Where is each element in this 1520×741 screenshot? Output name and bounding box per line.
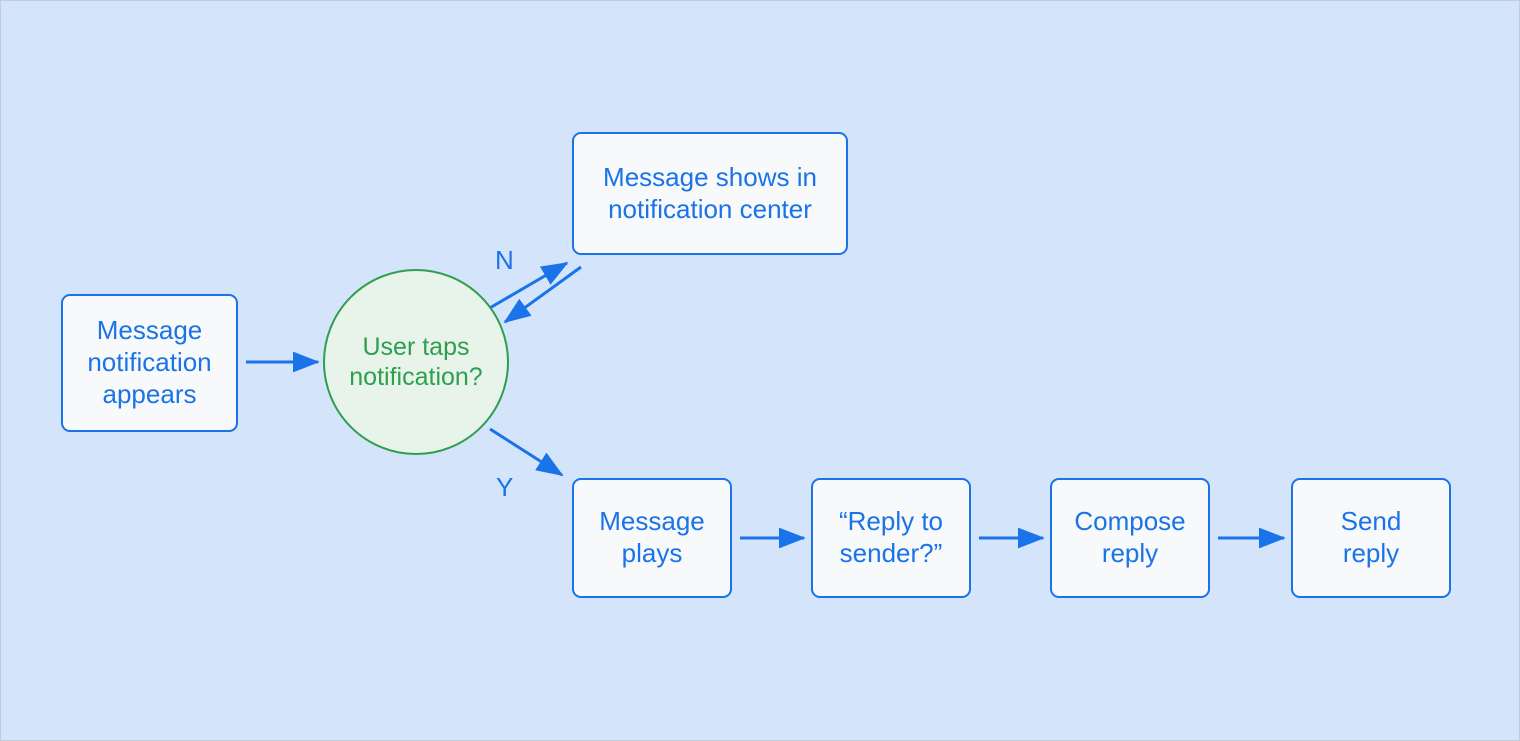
node-message-shows-in-notification-center[interactable]: Message shows in notification center bbox=[572, 132, 848, 255]
connector-decision-yes bbox=[489, 427, 564, 477]
branch-label-no: N bbox=[495, 245, 514, 275]
branch-label-yes: Y bbox=[496, 472, 514, 502]
node-send-reply[interactable]: Send reply bbox=[1291, 478, 1451, 598]
node-message-plays[interactable]: Message plays bbox=[572, 478, 732, 598]
node-label: Message plays bbox=[599, 506, 705, 568]
node-label: User taps notification? bbox=[349, 332, 483, 392]
node-reply-to-sender[interactable]: “Reply to sender?” bbox=[811, 478, 971, 598]
node-compose-reply[interactable]: Compose reply bbox=[1050, 478, 1210, 598]
node-label: Message shows in notification center bbox=[603, 161, 817, 224]
node-user-taps-notification[interactable]: User taps notification? bbox=[323, 269, 509, 455]
connector-no-return bbox=[503, 265, 582, 324]
node-label: Compose reply bbox=[1074, 506, 1186, 568]
node-label: Message notification appears bbox=[87, 315, 212, 409]
node-message-notification-appears[interactable]: Message notification appears bbox=[61, 294, 238, 432]
node-label: “Reply to sender?” bbox=[838, 506, 944, 568]
node-label: Send reply bbox=[1340, 506, 1402, 568]
